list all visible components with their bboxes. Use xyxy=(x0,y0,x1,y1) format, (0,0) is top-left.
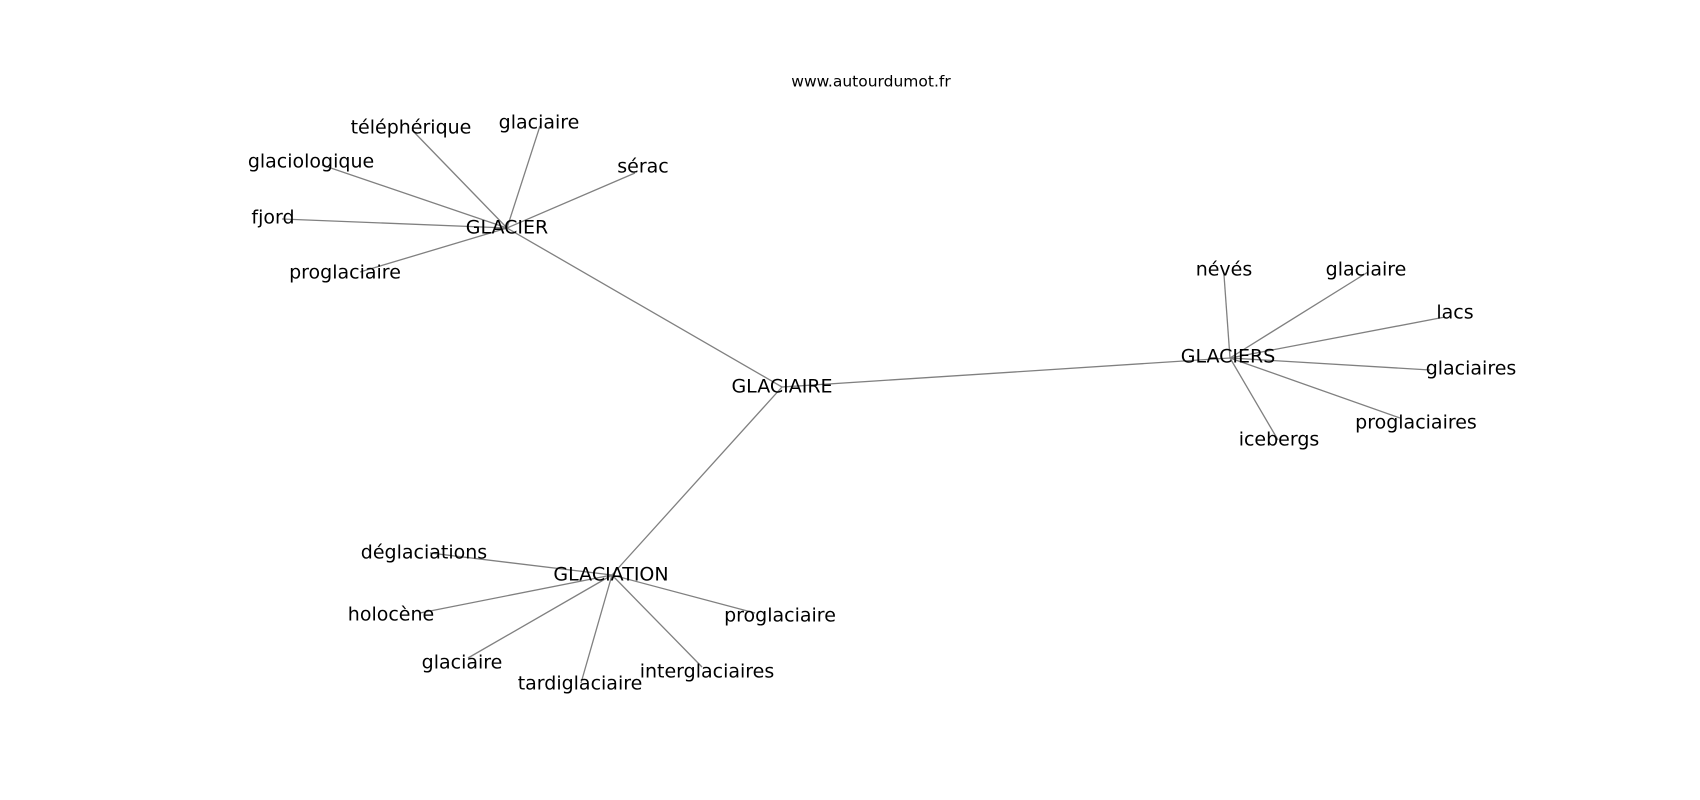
edge-center-glaciation xyxy=(611,386,783,576)
edge-center-glacier xyxy=(506,227,783,388)
edge-glaciers-icebergs xyxy=(1229,357,1279,441)
edge-glaciers-lacs xyxy=(1229,316,1446,359)
node-glacier[interactable]: GLACIER xyxy=(466,217,549,239)
node-glacier-neighbor[interactable]: sérac xyxy=(617,156,669,178)
edge-glaciers-glaciaire xyxy=(1229,271,1369,359)
edge-glaciers-neves xyxy=(1223,274,1231,359)
node-glaciers-neighbor[interactable]: lacs xyxy=(1436,302,1473,324)
node-glaciation-neighbor[interactable]: déglaciations xyxy=(361,542,487,564)
edge-glacier-telepherique xyxy=(411,129,508,229)
labels: www.autourdumot.fr GLACIAIRE GLACIER gla… xyxy=(248,73,1517,695)
node-glaciers-neighbor[interactable]: glaciaires xyxy=(1426,358,1517,380)
edge-glaciation-deglaciations xyxy=(429,552,613,576)
edge-glaciation-proglaciaire xyxy=(611,574,756,614)
edge-glacier-fjord xyxy=(281,218,508,229)
node-center[interactable]: GLACIAIRE xyxy=(731,376,832,398)
node-glaciation-neighbor[interactable]: proglaciaire xyxy=(724,605,836,627)
node-glacier-neighbor[interactable]: glaciaire xyxy=(499,112,580,134)
node-glaciation[interactable]: GLACIATION xyxy=(553,564,668,586)
node-glaciers-neighbor[interactable]: proglaciaires xyxy=(1355,412,1477,434)
node-glacier-neighbor[interactable]: proglaciaire xyxy=(289,262,401,284)
edge-glaciers-proglaciaires xyxy=(1229,357,1401,419)
edge-glacier-proglaciaire xyxy=(359,227,508,273)
edge-glaciation-interglaciaires xyxy=(611,574,703,668)
node-glaciation-neighbor[interactable]: interglaciaires xyxy=(640,661,775,683)
edge-glaciation-glaciaire xyxy=(467,574,613,659)
node-glaciation-neighbor[interactable]: tardiglaciaire xyxy=(518,673,643,695)
node-glacier-neighbor[interactable]: fjord xyxy=(251,207,294,229)
edge-glaciation-tardiglaciaire xyxy=(580,574,613,684)
edge-glacier-glaciologique xyxy=(321,164,508,229)
edge-glaciation-holocene xyxy=(419,574,613,614)
node-glaciers-neighbor[interactable]: névés xyxy=(1196,259,1253,281)
edge-glacier-seracs xyxy=(506,172,636,229)
edge-glacier-glaciaire xyxy=(506,125,541,229)
node-glacier-neighbor[interactable]: glaciologique xyxy=(248,151,374,173)
node-glaciers-neighbor[interactable]: icebergs xyxy=(1239,429,1320,451)
site-url[interactable]: www.autourdumot.fr xyxy=(791,73,951,91)
node-glacier-neighbor[interactable]: téléphérique xyxy=(351,117,472,139)
node-glaciers[interactable]: GLACIERS xyxy=(1181,346,1276,368)
edge-center-glaciers xyxy=(781,357,1231,388)
node-glaciation-neighbor[interactable]: glaciaire xyxy=(422,652,503,674)
edges xyxy=(281,125,1446,684)
node-glaciation-neighbor[interactable]: holocène xyxy=(348,604,434,626)
edge-glaciers-glaciaires xyxy=(1229,357,1431,371)
node-glaciers-neighbor[interactable]: glaciaire xyxy=(1326,259,1407,281)
